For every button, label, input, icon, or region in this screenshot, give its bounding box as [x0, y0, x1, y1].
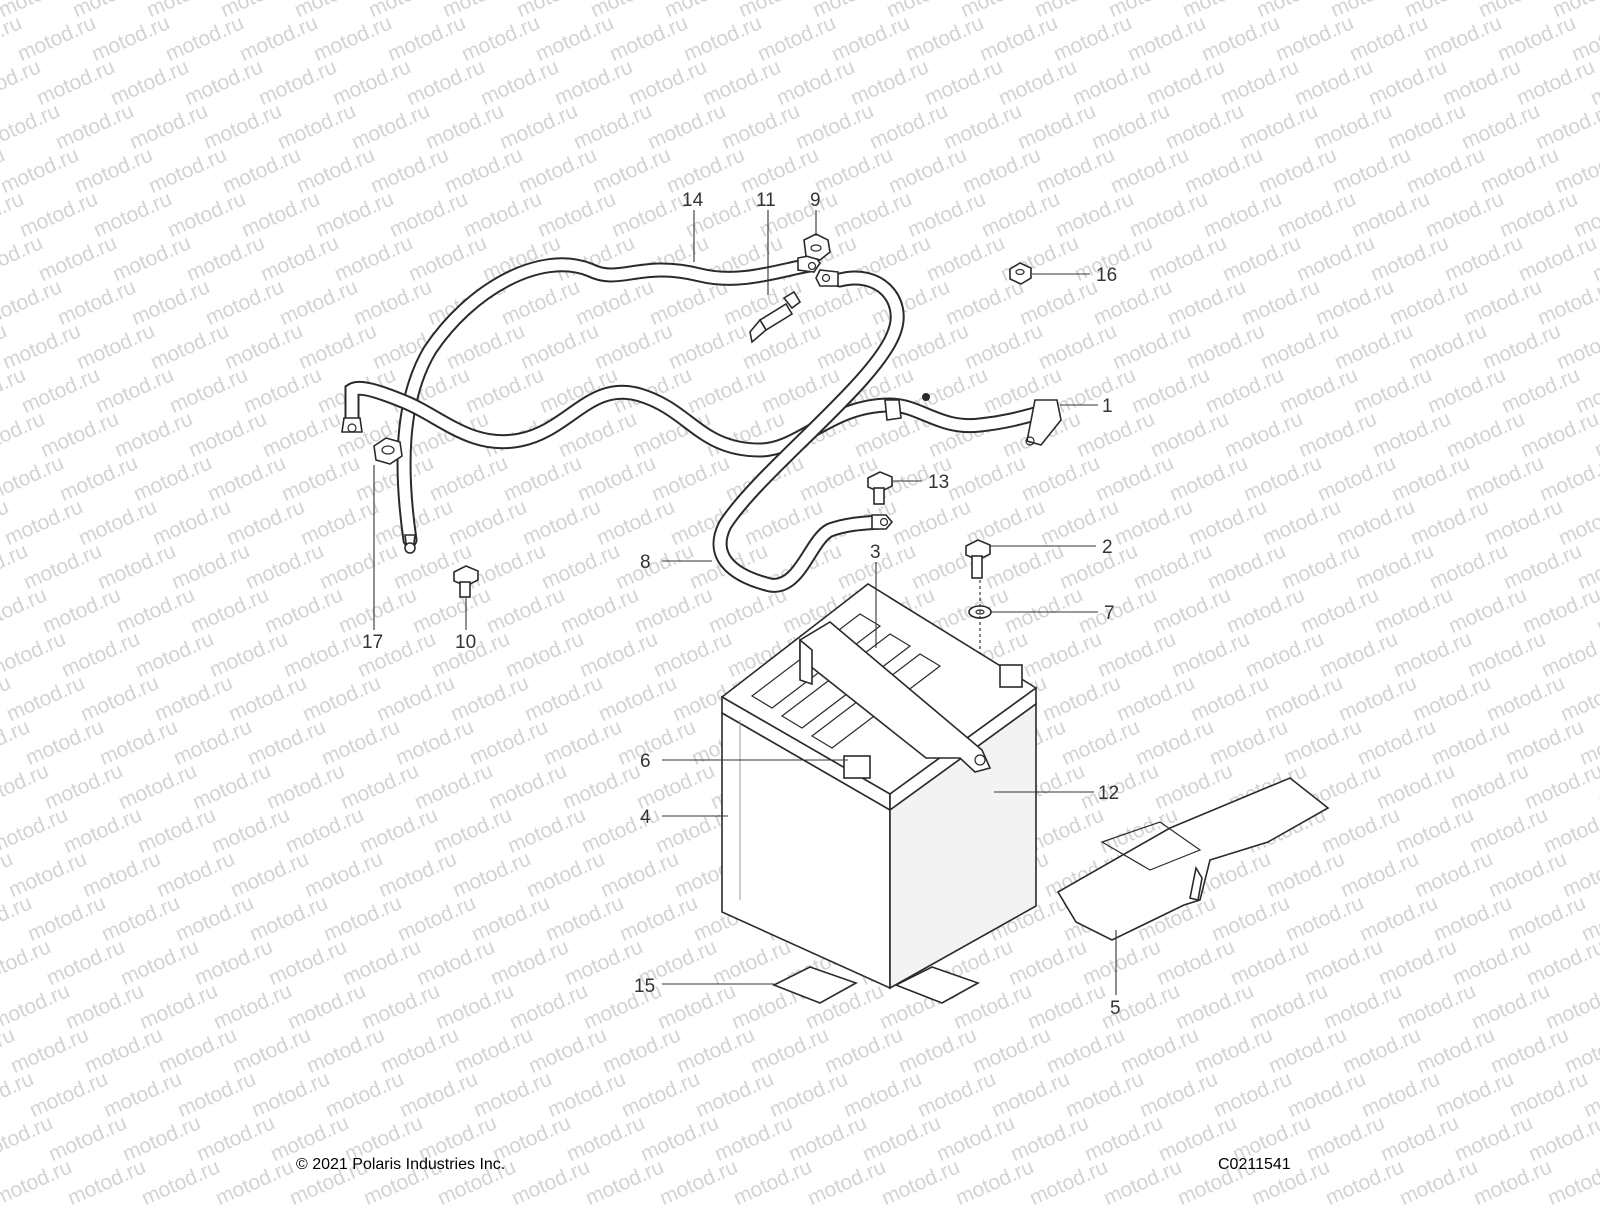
callout-9: 9: [810, 190, 821, 211]
bracket-5: [1056, 777, 1330, 941]
battery-4: [720, 583, 1038, 990]
callout-6: 6: [640, 751, 651, 772]
copyright-text: © 2021 Polaris Industries Inc.: [296, 1156, 506, 1173]
strap-3: [799, 621, 992, 773]
callout-4: 4: [640, 807, 651, 828]
callout-17: 17: [362, 632, 383, 653]
leader-lines: [373, 210, 1117, 995]
cable-8: [712, 269, 905, 593]
nut-17: [373, 437, 403, 465]
callout-7: 7: [1104, 603, 1115, 624]
callout-1: 1: [1102, 396, 1113, 417]
callout-labels: 14 11 9 16 1 13 2 8 3 7 17 10 6 12 4 15 …: [362, 190, 1121, 1019]
cable-1: [341, 380, 1062, 458]
bolt-13: [867, 471, 893, 505]
cable-14: [396, 254, 821, 554]
callout-15: 15: [634, 976, 655, 997]
fastener-11: [749, 290, 802, 344]
callout-14: 14: [682, 190, 704, 211]
nut-16: [1009, 262, 1032, 285]
drawing-id: C0211541: [1218, 1156, 1291, 1173]
bolt-10: [453, 565, 479, 598]
callout-12: 12: [1098, 783, 1119, 804]
callout-10: 10: [455, 632, 476, 653]
callout-2: 2: [1102, 537, 1113, 558]
callout-8: 8: [640, 552, 651, 573]
nut-9: [803, 233, 831, 261]
bolt-2: [965, 539, 991, 579]
callout-16: 16: [1096, 265, 1117, 286]
callout-13: 13: [928, 472, 949, 493]
callout-11: 11: [756, 190, 776, 211]
callout-3: 3: [870, 542, 881, 563]
pads-15: [772, 966, 980, 1004]
callout-5: 5: [1110, 998, 1121, 1019]
